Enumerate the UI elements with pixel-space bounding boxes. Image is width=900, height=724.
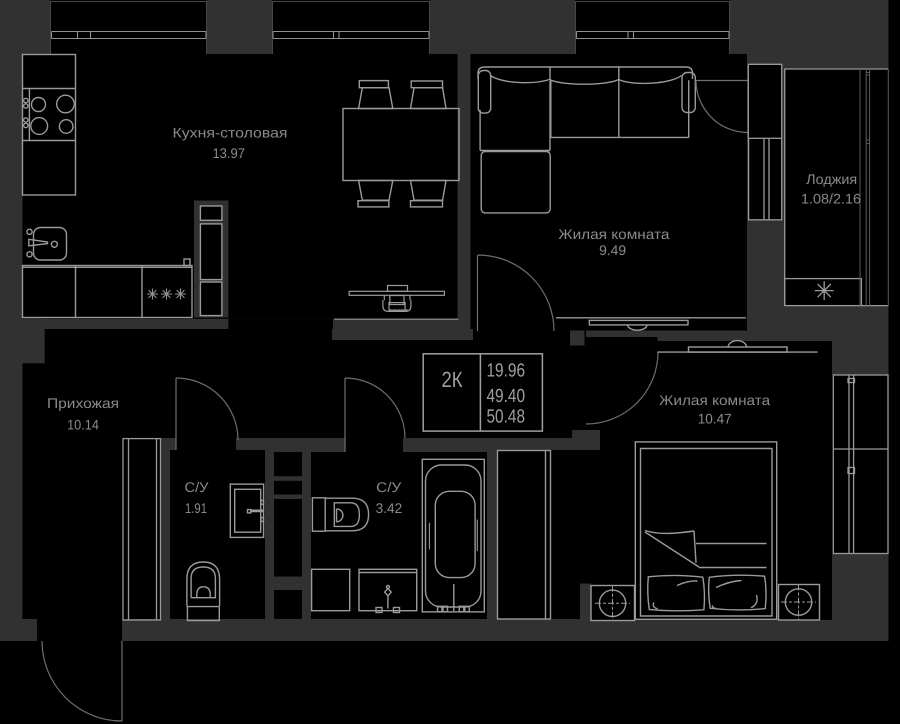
svg-text:10.47: 10.47 xyxy=(698,411,732,427)
svg-text:Кухня-столовая: Кухня-столовая xyxy=(173,125,288,141)
svg-text:С/У: С/У xyxy=(185,479,209,495)
svg-text:2К: 2К xyxy=(442,367,463,392)
svg-text:Жилая комната: Жилая комната xyxy=(659,392,770,408)
svg-text:50.48: 50.48 xyxy=(487,407,526,428)
svg-text:10.14: 10.14 xyxy=(67,416,99,432)
svg-text:19.96: 19.96 xyxy=(487,361,526,382)
svg-text:13.97: 13.97 xyxy=(212,145,245,161)
svg-text:Лоджия: Лоджия xyxy=(806,171,857,187)
svg-text:1.08/2.16: 1.08/2.16 xyxy=(801,190,861,206)
svg-text:Прихожая: Прихожая xyxy=(47,395,119,411)
svg-text:9.49: 9.49 xyxy=(599,242,626,258)
svg-text:49.40: 49.40 xyxy=(487,386,526,407)
svg-text:С/У: С/У xyxy=(376,479,401,495)
svg-text:Жилая комната: Жилая комната xyxy=(558,226,669,242)
svg-text:3.42: 3.42 xyxy=(376,500,403,516)
svg-text:1.91: 1.91 xyxy=(185,500,207,516)
